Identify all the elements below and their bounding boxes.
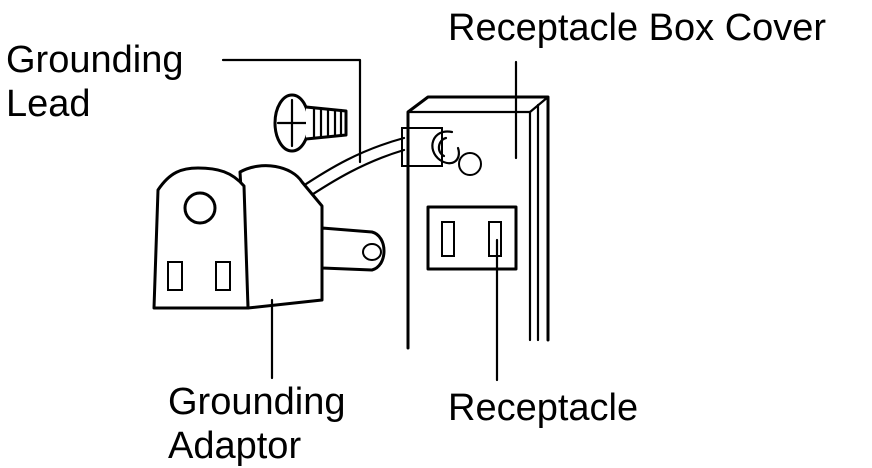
leader-grounding-lead: [221, 58, 362, 164]
leader-lines: [221, 58, 518, 382]
label-grounding-adaptor-line1: Grounding: [168, 381, 345, 423]
cover-screw-hole: [458, 152, 482, 176]
label-receptacle: Receptacle: [448, 387, 638, 429]
receptacle: [426, 205, 518, 271]
grounding-lead-terminal: [401, 127, 460, 167]
label-receptacle-box-cover: Receptacle Box Cover: [448, 7, 826, 49]
screw-icon: [273, 93, 348, 153]
label-grounding-lead-line2: Lead: [6, 83, 91, 125]
grounding-lead-wire: [298, 136, 406, 202]
grounding-adaptor: [152, 164, 386, 310]
label-grounding-lead-line1: Grounding: [6, 39, 183, 81]
label-grounding-adaptor-line2: Adaptor: [168, 425, 301, 467]
